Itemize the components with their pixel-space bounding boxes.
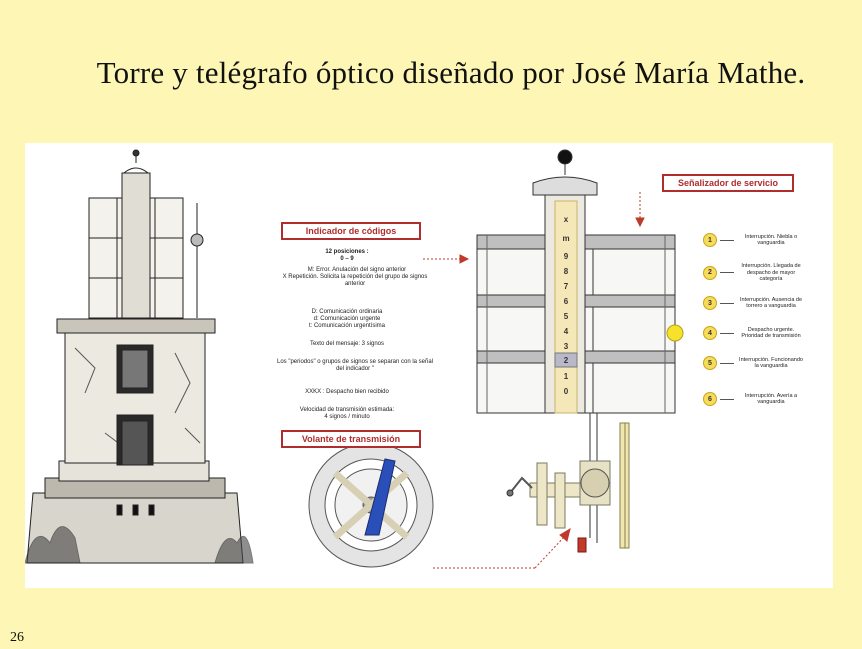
legend-text: Interrupción. Niebla o vanguardia (744, 233, 798, 247)
service-signal-label: Señalizador de servicio (662, 174, 794, 192)
legend-number: 5 (703, 356, 717, 370)
figure-panel: Indicador de códigos Volante de transmis… (25, 143, 833, 588)
scale-digit: 4 (563, 327, 569, 336)
legend-connector (720, 302, 734, 304)
legend-connector (720, 272, 734, 274)
service-legend-item: 1 Interrupción. Niebla o vanguardia (703, 233, 805, 247)
legend-number: 1 (703, 233, 717, 247)
slide-number: 26 (10, 630, 24, 645)
codes-ordinary: D: Comunicación ordinaria (311, 309, 383, 315)
legend-text: Interrupción. Llegada de despacho de may… (741, 263, 801, 282)
scale-digit: 8 (563, 267, 569, 276)
slide-title: Torre y telégrafo óptico diseñado por Jo… (96, 55, 806, 90)
legend-connector (720, 398, 734, 400)
service-legend-item: 3 Interrupción. Ausencia de torrero a va… (703, 296, 805, 310)
scale-digit: x (563, 215, 569, 224)
service-legend-item: 4 Despacho urgente. Prioridad de transmi… (703, 326, 805, 340)
scale-digit: 0 (563, 387, 569, 396)
telegraph-mechanism (476, 149, 684, 553)
legend-text: Interrupción. Avería a vanguardia (744, 392, 798, 406)
legend-number: 2 (703, 265, 717, 280)
codes-positions: 12 posiciones : (325, 249, 369, 255)
scale-digit: 6 (563, 297, 569, 306)
service-legend-item: 5 Interrupción. Funcionando la vanguardi… (703, 356, 805, 370)
transmission-wheel (308, 442, 434, 568)
codes-range: 0 – 9 (340, 256, 354, 262)
scale-digit: 9 (563, 252, 569, 261)
legend-number: 3 (703, 296, 717, 310)
tower-engraving (25, 149, 254, 564)
scale-digit: 1 (563, 372, 569, 381)
legend-text: Interrupción. Funcionando la vanguardia (739, 356, 803, 370)
codes-very-urgent: t: Comunicación urgentísima (308, 323, 386, 329)
scale-digit: 2 (563, 356, 569, 365)
service-legend-item: 2 Interrupción. Llegada de despacho de m… (703, 263, 805, 283)
codes-message-text: Texto del mensaje: 3 signos (309, 341, 385, 347)
figure-illustration (25, 149, 684, 569)
codes-speed-value: 4 signos / minuto (324, 414, 370, 420)
codes-repeat: X Repetición. Solicita la repetición del… (282, 274, 428, 287)
codes-periods: Los "periodos" o grupos de signos se sep… (276, 359, 434, 372)
codes-speed-label: Velocidad de transmisión estimada: (299, 407, 395, 413)
codes-indicator-label: Indicador de códigos (281, 222, 421, 240)
codes-urgent: d: Comunicación urgente (313, 316, 381, 322)
legend-text: Despacho urgente. Prioridad de transmisi… (741, 326, 801, 340)
legend-connector (720, 239, 734, 241)
transmission-wheel-label: Volante de transmisión (281, 430, 421, 448)
legend-number: 6 (703, 392, 717, 406)
scale-digit: 7 (563, 282, 569, 291)
codes-received: XXKX : Despacho bien recibido (305, 389, 389, 395)
scale-digit: 3 (563, 342, 569, 351)
codes-error: M: Error. Anulación del signo anterior (307, 267, 407, 273)
scale-digit: 5 (563, 312, 569, 321)
legend-text: Interrupción. Ausencia de torrero a vang… (739, 296, 803, 310)
legend-connector (720, 332, 734, 334)
pointer-arrows (423, 192, 645, 569)
legend-number: 4 (703, 326, 717, 340)
service-legend-item: 6 Interrupción. Avería a vanguardia (703, 392, 805, 406)
scale-digit: m (562, 234, 570, 243)
legend-connector (720, 362, 734, 364)
